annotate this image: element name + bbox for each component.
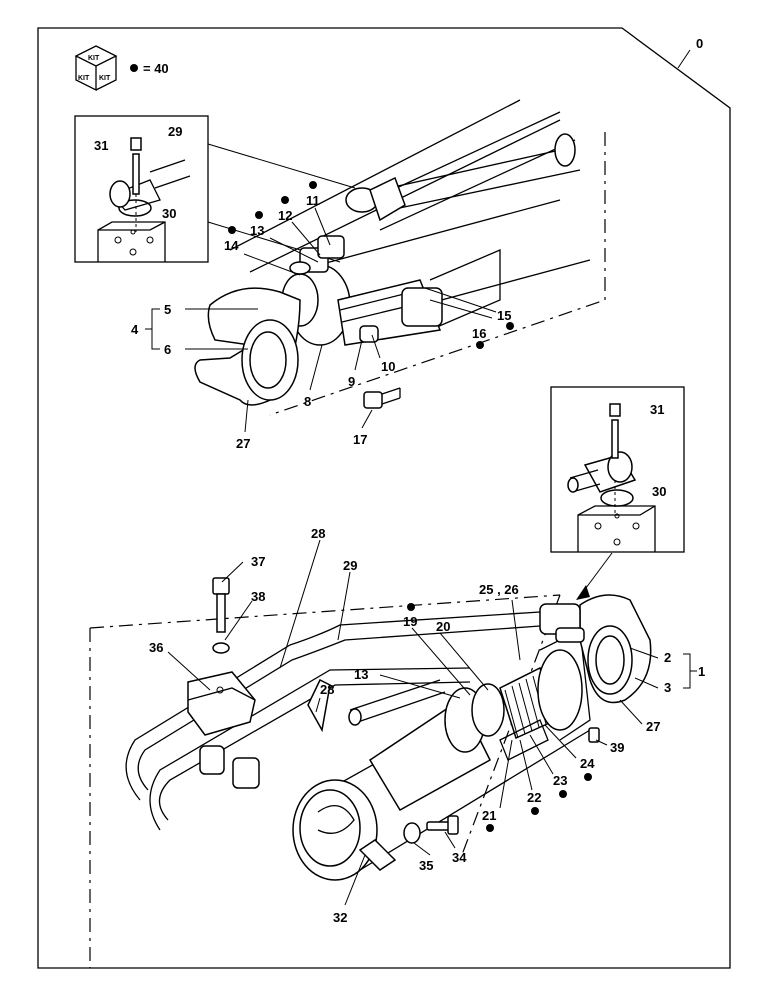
- kit-top-label: KIT: [88, 55, 100, 62]
- label-13a: 13: [250, 223, 264, 238]
- dot-13: [255, 211, 263, 219]
- label-29a: 29: [168, 124, 182, 139]
- lower-leaders: [167, 539, 697, 906]
- label-5: 5: [164, 302, 171, 317]
- upper-dash-boundary: [269, 132, 606, 416]
- label-21: 21: [482, 808, 496, 823]
- kit-left-label: KIT: [78, 75, 90, 82]
- label-25-26: 25 , 26: [479, 582, 519, 597]
- lower-dash-boundary: [89, 594, 561, 968]
- inset-upper-contents: [97, 137, 191, 262]
- label-14: 14: [224, 238, 239, 253]
- label-13b: 13: [354, 667, 368, 682]
- label-12: 12: [278, 208, 292, 223]
- label-17: 17: [353, 432, 367, 447]
- label-30a: 30: [162, 206, 176, 221]
- kit-dot-icon: [130, 64, 138, 72]
- label-30b: 30: [652, 484, 666, 499]
- label-31b: 31: [650, 402, 664, 417]
- lower-cylinder-assembly: [125, 577, 652, 881]
- label-4: 4: [131, 322, 139, 337]
- kit-cube-icon: KIT KIT KIT: [74, 45, 118, 92]
- label-37: 37: [251, 554, 265, 569]
- label-35: 35: [419, 858, 433, 873]
- label-31a: 31: [94, 138, 108, 153]
- label-34: 34: [452, 850, 467, 865]
- label-16: 16: [472, 326, 486, 341]
- inset-leader-1: [207, 143, 356, 189]
- label-29b: 29: [343, 558, 357, 573]
- inset-box-lower: [550, 386, 685, 553]
- label-36: 36: [149, 640, 163, 655]
- label-22: 22: [527, 790, 541, 805]
- label-8: 8: [304, 394, 311, 409]
- kit-right-label: KIT: [99, 75, 111, 82]
- dot-23: [559, 790, 567, 798]
- label-6: 6: [164, 342, 171, 357]
- diagram-frame: [37, 27, 731, 969]
- label-15: 15: [497, 308, 511, 323]
- dot-24: [584, 773, 592, 781]
- dot-21: [486, 824, 494, 832]
- dot-15: [506, 322, 514, 330]
- label-9: 9: [348, 374, 355, 389]
- label-28b: 28: [320, 682, 334, 697]
- dot-22: [531, 807, 539, 815]
- upper-cylinder-assembly: [194, 99, 591, 409]
- label-24: 24: [580, 756, 595, 771]
- label-0: 0: [696, 36, 703, 51]
- kit-legend-text: = 40: [143, 61, 169, 76]
- label-27b: 27: [646, 719, 660, 734]
- label-19: 19: [403, 614, 417, 629]
- inset-lower-arrow: [576, 585, 590, 600]
- label-20: 20: [436, 619, 450, 634]
- label-2: 2: [664, 650, 671, 665]
- inset-lower-contents: [567, 403, 656, 552]
- label-39: 39: [610, 740, 624, 755]
- dot-11: [309, 181, 317, 189]
- label-23: 23: [553, 773, 567, 788]
- label-32: 32: [333, 910, 347, 925]
- dot-19: [407, 603, 415, 611]
- label-38: 38: [251, 589, 265, 604]
- label-28a: 28: [311, 526, 325, 541]
- upper-leaders: [145, 207, 497, 433]
- leader-0: [677, 49, 691, 69]
- dot-12: [281, 196, 289, 204]
- dot-14: [228, 226, 236, 234]
- label-27a: 27: [236, 436, 250, 451]
- label-10: 10: [381, 359, 395, 374]
- label-11: 11: [306, 193, 320, 208]
- inset-box-upper: [74, 115, 209, 263]
- dot-16: [476, 341, 484, 349]
- label-3: 3: [664, 680, 671, 695]
- label-1: 1: [698, 664, 705, 679]
